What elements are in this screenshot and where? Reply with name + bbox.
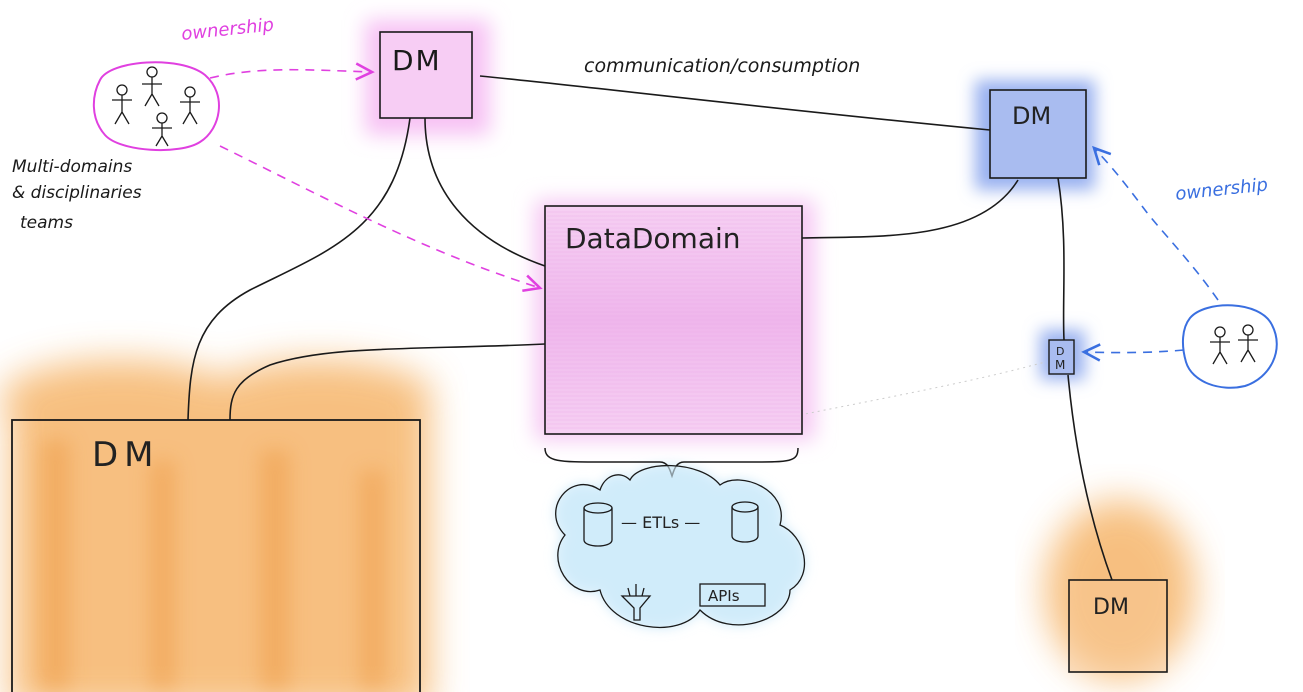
dm-box-bottom-right [1068, 579, 1168, 673]
connection-lines [187, 75, 1113, 581]
line-domain-rightdm [801, 179, 1019, 239]
team-circle-left [92, 61, 220, 151]
orange-streaks [40, 440, 385, 690]
team-circle-right [1181, 304, 1278, 389]
line-smalldm-bottomdm [1067, 374, 1113, 581]
etl-cloud [555, 464, 806, 629]
dm-box-top [379, 31, 473, 119]
ownership-arrow-right-small [1081, 343, 1185, 362]
etls-label: — ETLs — [621, 513, 700, 532]
dm-right-label: DM [1012, 102, 1051, 130]
dm-box-big [11, 419, 421, 692]
ownership-arrow-left-domain [219, 145, 543, 293]
dm-top-label: DM [392, 44, 442, 77]
communication-label: communication/consumption [584, 55, 860, 77]
dm-big-label: DM [92, 435, 160, 475]
people-icon-left [112, 66, 200, 147]
data-domain-stripes [547, 211, 800, 429]
database-icon-left [583, 502, 613, 547]
ownership-arrow-left-top [209, 62, 375, 81]
line-communication [479, 75, 991, 131]
ownership-label-left: ownership [180, 14, 275, 45]
line-topdm-domain [424, 117, 546, 267]
line-topdm-bigdm [187, 117, 411, 421]
teams-label-line1: Multi-domains [12, 157, 132, 177]
people-icon-right [1210, 324, 1258, 365]
dm-small-label-1: D [1056, 345, 1064, 358]
data-domain-title: DataDomain [565, 222, 741, 255]
ownership-label-right: ownership [1174, 174, 1269, 205]
apis-box [699, 583, 766, 607]
dm-box-small [1048, 339, 1075, 375]
dm-bottom-right-label: DM [1093, 595, 1129, 620]
dm-small-label-2: M [1055, 358, 1065, 372]
apis-label: APIs [708, 587, 740, 605]
line-rightdm-smalldm [1057, 177, 1065, 341]
line-domain-bigdm [229, 343, 546, 421]
teams-label-line2: & disciplinaries [12, 183, 142, 203]
funnel-icon [620, 584, 652, 621]
teams-label-line3: teams [20, 213, 73, 233]
faint-line [799, 361, 1046, 416]
database-icon-right [731, 501, 759, 543]
ownership-arrow-right-top [1092, 145, 1219, 301]
dm-box-right [989, 89, 1087, 179]
